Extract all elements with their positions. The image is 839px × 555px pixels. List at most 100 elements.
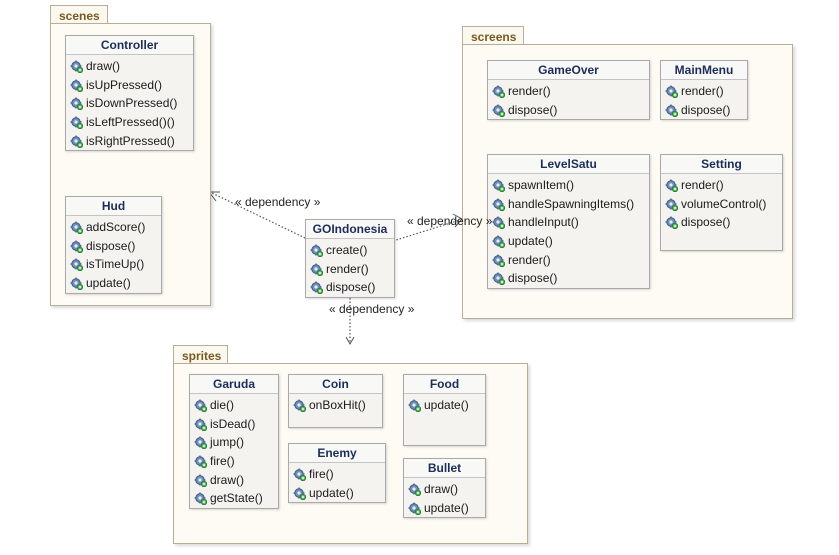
operation-item[interactable]: isLeftPressed()() [66,113,193,132]
operation-item[interactable]: onBoxHit() [289,396,382,415]
operation-item[interactable]: isRightPressed() [66,132,193,151]
operation-label: update() [424,398,469,412]
operation-gear-icon [293,487,307,500]
operation-label: isLeftPressed()() [86,115,175,130]
operation-item[interactable]: render() [488,82,649,101]
operation-gear-icon [665,85,679,98]
operation-item[interactable]: render() [661,82,747,101]
operation-item[interactable]: render() [661,176,782,195]
operation-item[interactable]: draw() [66,57,193,76]
operation-label: isDownPressed() [86,96,178,111]
operation-item[interactable]: dispose() [488,101,649,120]
operation-item[interactable]: dispose() [661,101,747,120]
operation-gear-icon [665,216,679,230]
class-title: GOIndonesia [306,220,394,239]
operation-item[interactable]: update() [404,396,485,415]
operation-gear-icon [194,399,208,412]
operation-list: render()dispose() [488,80,649,119]
operation-label: handleSpawningItems() [508,196,635,211]
operation-gear-icon [492,179,506,192]
operation-gear-icon [492,235,506,249]
operation-gear-icon [194,436,208,450]
operation-label: dispose() [681,102,731,117]
dependency-label-sprites: « dependency » [329,302,415,316]
operation-gear-icon [408,502,422,515]
operation-gear-icon [310,281,324,295]
class-title: Setting [661,155,782,174]
class-mainmenu[interactable]: MainMenu render()dispose() [660,60,748,121]
operation-item[interactable]: volumeControl() [661,195,782,214]
operation-list: render()volumeControl()dispose() [661,174,782,232]
operation-item[interactable]: isDownPressed() [66,94,193,113]
operation-list: addScore() dispose()isTimeUp() update() [66,216,161,293]
operation-item[interactable]: dispose() [306,278,394,297]
operation-item[interactable]: isTimeUp() [66,255,161,274]
operation-item[interactable]: getState() [190,489,278,508]
operation-item[interactable]: handleSpawningItems() [488,195,649,214]
operation-item[interactable]: update() [289,484,385,503]
class-goindonesia[interactable]: GOIndonesia create() render()dispose() [305,219,395,299]
dependency-line-screens [392,219,461,242]
class-title: GameOver [488,61,649,80]
class-garuda[interactable]: Garuda die() isDead()jump() fire()draw() ge… [189,374,279,510]
class-coin[interactable]: Coin onBoxHit() [288,374,383,428]
operation-label: create() [326,243,368,257]
operation-label: addScore() [86,220,146,234]
operation-label: draw() [210,472,245,487]
class-gameover[interactable]: GameOver render()dispose() [487,60,650,121]
operation-item[interactable]: dispose() [66,237,161,256]
class-enemy[interactable]: Enemy fire()update() [288,443,386,504]
operation-label: isTimeUp() [86,257,145,272]
package-tab-sprites[interactable]: sprites [173,345,228,363]
operation-label: spawnItem() [508,178,575,192]
operation-item[interactable]: dispose() [661,213,782,232]
operation-gear-icon [293,399,307,412]
operation-gear-icon [70,135,84,148]
operation-label: isRightPressed() [86,133,175,148]
class-food[interactable]: Food update() [403,374,486,446]
operation-gear-icon [492,85,506,98]
dependency-arrowhead-sprites [345,336,355,346]
operation-item[interactable]: dispose() [488,269,649,288]
class-title: LevelSatu [488,155,649,174]
class-title: Coin [289,375,382,394]
operation-item[interactable]: addScore() [66,218,161,237]
class-levelsatu[interactable]: LevelSatu spawnItem() handleSpawningItems… [487,154,650,290]
class-controller[interactable]: Controller draw()isUpPressed()isDownPres… [65,35,194,152]
operation-gear-icon [665,179,679,192]
operation-label: fire() [309,467,334,481]
operation-list: create() render()dispose() [306,239,394,297]
operation-label: die() [210,398,235,412]
operation-item[interactable]: spawnItem() [488,176,649,195]
class-setting[interactable]: Setting render()volumeControl()dispose() [660,154,783,251]
class-title: Garuda [190,375,278,394]
operation-item[interactable]: die() [190,396,278,415]
operation-item[interactable]: handleInput() [488,213,649,232]
operation-item[interactable]: create() [306,241,394,260]
operation-label: update() [424,500,469,515]
operation-item[interactable]: update() [404,499,485,518]
operation-item[interactable]: jump() [190,433,278,452]
class-title: MainMenu [661,61,747,80]
operation-list: draw()isUpPressed()isDownPressed() isLeft… [66,55,193,150]
operation-item[interactable]: update() [488,232,649,251]
operation-label: jump() [210,435,245,450]
operation-item[interactable]: render() [488,251,649,270]
operation-item[interactable]: isUpPressed() [66,76,193,95]
class-bullet[interactable]: Bullet draw()update() [403,458,486,519]
operation-item[interactable]: update() [66,274,161,293]
operation-gear-icon [492,104,506,117]
operation-item[interactable]: draw() [404,480,485,499]
operation-item[interactable]: fire() [190,452,278,471]
operation-gear-icon [194,492,208,506]
operation-list: update() [404,394,485,415]
operation-item[interactable]: isDead() [190,415,278,434]
package-tab-scenes[interactable]: scenes [50,5,108,23]
class-title: Bullet [404,459,485,478]
class-hud[interactable]: Hud addScore()dispose()isTimeUp()update(… [65,196,162,294]
operation-item[interactable]: draw() [190,471,278,490]
operation-item[interactable]: fire() [289,465,385,484]
package-tab-screens[interactable]: screens [462,26,524,44]
operation-item[interactable]: render() [306,260,394,279]
operation-gear-icon [310,244,324,257]
